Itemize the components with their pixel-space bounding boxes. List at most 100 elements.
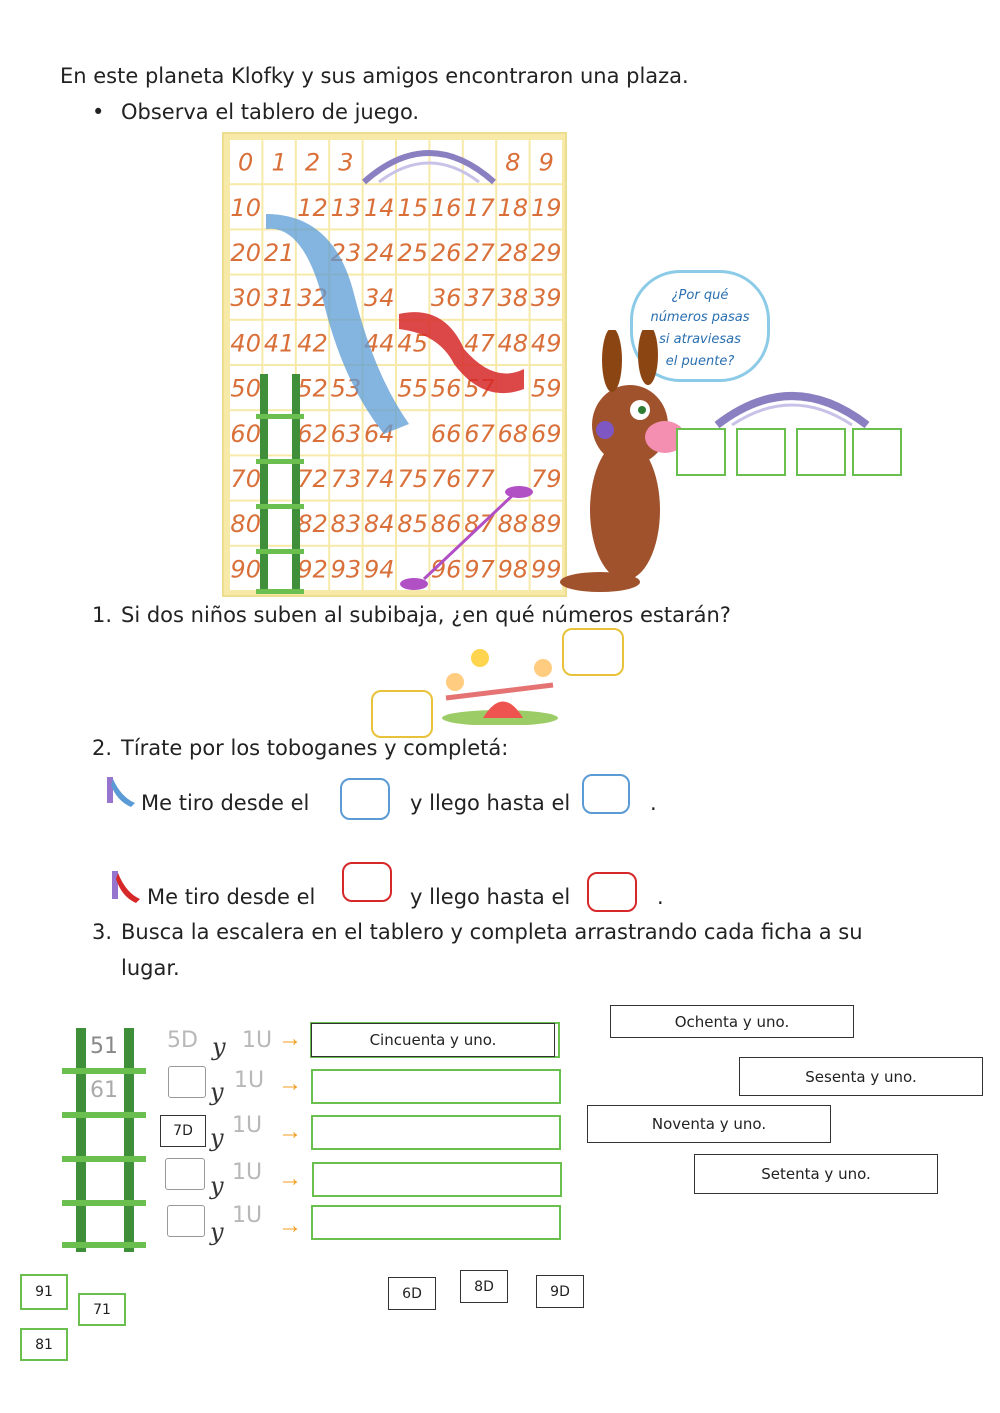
board-cell	[330, 546, 362, 590]
card-noventa-y-uno[interactable]: Noventa y uno.	[587, 1105, 831, 1143]
blue-slide-period: .	[650, 791, 657, 815]
row3-units: 1U	[232, 1113, 263, 1138]
row3-y: y	[210, 1124, 224, 1152]
bridge-answer-2[interactable]	[736, 428, 786, 476]
board-cell	[363, 185, 395, 229]
board-cell	[463, 230, 496, 274]
board-number: 21	[264, 239, 295, 267]
board-number: 19	[531, 194, 562, 222]
board-ladder-rung	[256, 589, 304, 594]
row4-arrow-icon: →	[278, 1165, 302, 1192]
chip-9d[interactable]: 9D	[536, 1275, 584, 1308]
board-cell	[530, 546, 562, 590]
board-number: 34	[364, 284, 395, 312]
row1-units: 1U	[242, 1028, 273, 1053]
row1-answer[interactable]: Cincuenta y uno.	[310, 1022, 560, 1058]
card-setenta-y-uno[interactable]: Setenta y uno.	[694, 1154, 938, 1194]
board-cell	[296, 320, 329, 364]
board-number: 16	[431, 194, 462, 222]
seesaw-answer-low[interactable]	[371, 690, 433, 738]
board-cell	[530, 230, 562, 274]
row5-answer[interactable]	[311, 1205, 561, 1240]
board-bridge-rail-icon	[378, 161, 480, 184]
red-slide-end-answer[interactable]	[587, 872, 637, 912]
board-number: 55	[397, 375, 428, 403]
board-cell	[430, 275, 462, 319]
row1-answer-card[interactable]: Cincuenta y uno.	[311, 1023, 555, 1057]
board-cell	[330, 411, 362, 455]
board-number: 9	[539, 149, 554, 177]
ladder-icon	[62, 1028, 146, 1252]
row4-answer[interactable]	[312, 1162, 562, 1197]
row3-answer[interactable]	[311, 1115, 561, 1150]
bullet-text: Observa el tablero de juego.	[121, 100, 420, 124]
board-number: 84	[364, 510, 395, 538]
row1-tens: 5D	[167, 1028, 198, 1053]
board-cell	[330, 501, 362, 545]
q1-text: Si dos niños suben al subibaja, ¿en qué …	[121, 603, 731, 627]
board-number: 93	[331, 555, 362, 583]
board-ladder-rung	[256, 414, 304, 419]
board-number: 83	[331, 510, 362, 538]
blue-slide-end-answer[interactable]	[582, 774, 630, 814]
chip-6d[interactable]: 6D	[388, 1277, 436, 1310]
board-number: 86	[431, 510, 462, 538]
row5-tens-box[interactable]	[167, 1205, 205, 1237]
board-number: 99	[531, 555, 562, 583]
board-cell	[363, 546, 395, 590]
board-number: 98	[498, 555, 529, 583]
board-number: 13	[331, 194, 362, 222]
board-cell	[530, 501, 562, 545]
board-cell	[530, 411, 562, 455]
board-number: 29	[531, 239, 562, 267]
row4-tens-box[interactable]	[165, 1158, 205, 1190]
board-number: 47	[464, 329, 495, 357]
board-cell	[530, 366, 562, 410]
blue-slide-start-answer[interactable]	[340, 778, 390, 820]
board-number: 3	[338, 149, 353, 177]
q1-number: 1.	[92, 603, 113, 627]
chip-81[interactable]: 81	[20, 1328, 68, 1361]
red-slide-start-answer[interactable]	[342, 862, 392, 902]
row2-tens-box[interactable]	[168, 1066, 206, 1098]
board-number: 36	[431, 284, 462, 312]
board-number: 37	[464, 284, 495, 312]
board-number: 39	[531, 284, 562, 312]
board-number: 68	[498, 420, 529, 448]
board-ladder-right-rail	[292, 374, 300, 594]
chip-8d[interactable]: 8D	[460, 1270, 508, 1303]
chip-91[interactable]: 91	[20, 1274, 68, 1310]
board-cell	[230, 320, 262, 364]
card-sesenta-y-uno[interactable]: Sesenta y uno.	[739, 1057, 983, 1096]
board-ladder-left-rail	[260, 374, 268, 594]
board-cell	[397, 275, 429, 319]
card-ochenta-y-uno[interactable]: Ochenta y uno.	[610, 1005, 854, 1038]
row4-y: y	[210, 1172, 224, 1200]
q3-text: Busca la escalera en el tablero y comple…	[121, 920, 863, 944]
board-cell	[230, 366, 262, 410]
row2-y: y	[210, 1078, 224, 1106]
row2-arrow-icon: →	[278, 1070, 302, 1097]
board-cell	[497, 230, 529, 274]
board-cell	[230, 275, 262, 319]
row2-answer[interactable]	[311, 1069, 561, 1104]
row3-tens-chip[interactable]: 7D	[160, 1115, 206, 1147]
seesaw-answer-high[interactable]	[562, 628, 624, 676]
klofky-character-icon	[560, 330, 685, 592]
bridge-answer-4[interactable]	[852, 428, 902, 476]
board-cell	[397, 185, 429, 229]
board-number: 52	[297, 375, 328, 403]
board-number: 50	[230, 375, 261, 403]
board-number: 1	[271, 149, 286, 177]
board-number: 15	[397, 194, 428, 222]
board-number: 30	[230, 284, 261, 312]
board-cell	[530, 140, 562, 184]
board-number: 85	[397, 510, 428, 538]
bridge-answer-3[interactable]	[796, 428, 846, 476]
board-number: 14	[364, 194, 395, 222]
board-seesaw-seat-high	[505, 486, 533, 498]
chip-71[interactable]: 71	[78, 1293, 126, 1326]
bridge-answer-1[interactable]	[676, 428, 726, 476]
board-number: 69	[531, 420, 562, 448]
seesaw-icon	[442, 649, 558, 725]
